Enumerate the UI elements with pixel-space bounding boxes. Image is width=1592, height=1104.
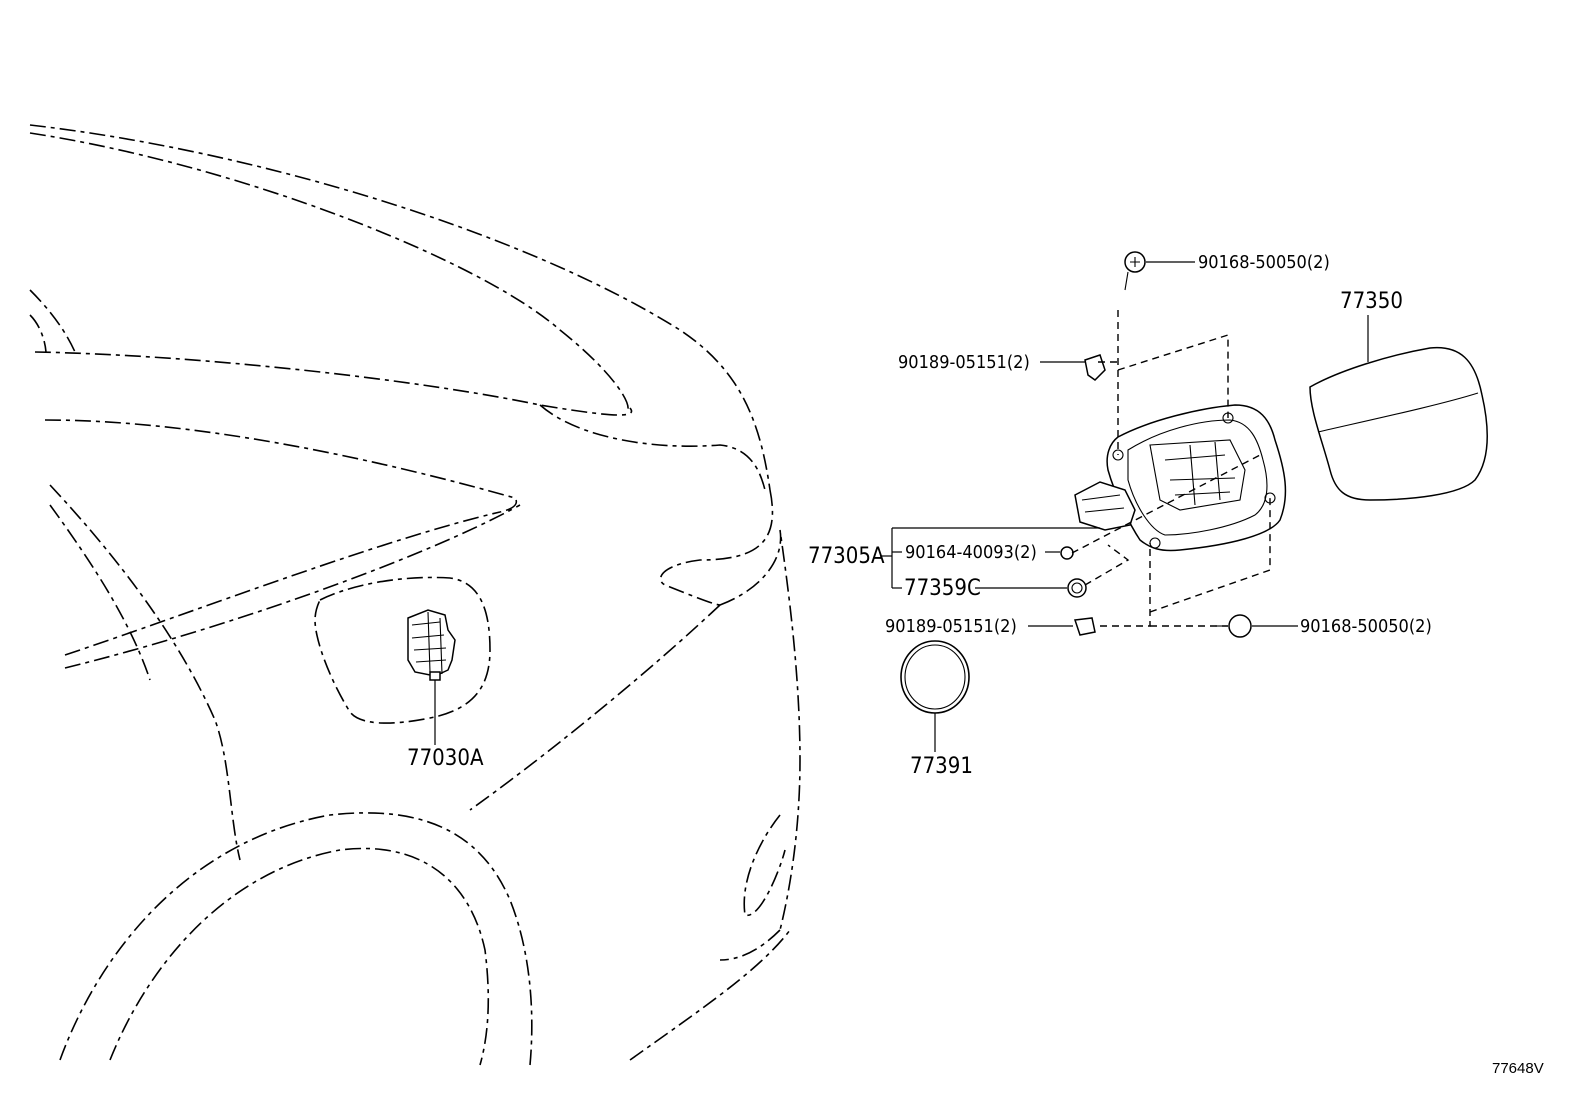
diagram-reference-code: 77648V — [1492, 1060, 1544, 1077]
part-labels: 90168-50050(2) 77350 90189-05151(2) 7730… — [407, 252, 1544, 1077]
bolt-top-part — [1124, 251, 1195, 291]
vehicle-body-outline — [29, 124, 801, 1066]
label-screw-grommet: 90164-40093(2) — [905, 542, 1037, 563]
assembly-bracket — [880, 527, 1100, 589]
label-clip-top: 90189-05151(2) — [898, 352, 1030, 373]
fuel-lid-opener-part — [407, 609, 456, 745]
fuel-lid-cap-part — [1309, 315, 1489, 501]
label-grommet: 77359C — [904, 576, 981, 601]
gasket-ring-part — [900, 640, 970, 752]
clip-bottom-part — [1028, 617, 1096, 636]
label-cap: 77350 — [1340, 289, 1403, 314]
assembly-dashed-lines — [1071, 310, 1271, 627]
filler-housing-part — [1074, 404, 1287, 552]
clip-top-part — [1040, 354, 1106, 381]
label-gasket: 77391 — [910, 754, 973, 779]
label-clip-bottom: 90189-05151(2) — [885, 616, 1017, 637]
label-assembly: 77305A — [808, 544, 885, 569]
grommet-part — [975, 578, 1087, 598]
label-bolt-bottom: 90168-50050(2) — [1300, 616, 1432, 637]
screw-grommet-part — [1045, 546, 1074, 560]
label-bolt-top: 90168-50050(2) — [1198, 252, 1330, 273]
label-opener: 77030A — [407, 746, 484, 771]
